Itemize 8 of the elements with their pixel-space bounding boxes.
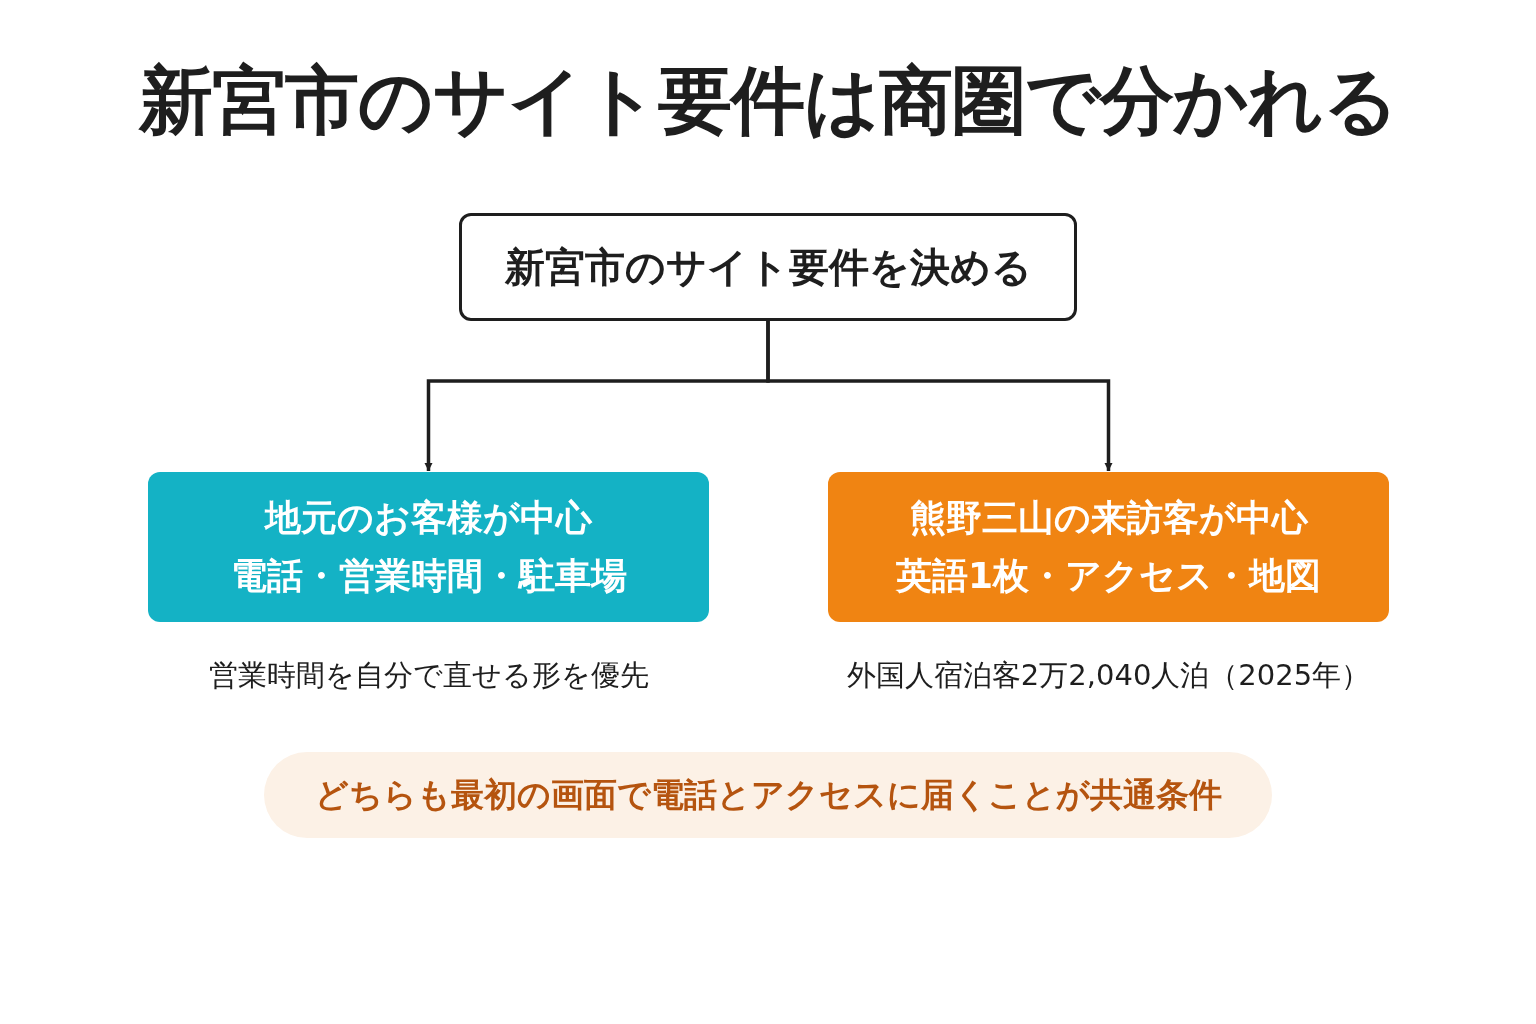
title: 新宮市のサイト要件は商圏で分かれる <box>137 56 1399 145</box>
category-box: 地元のお客様が中心 電話・営業時間・駐車場 <box>148 472 709 622</box>
caption-text: 営業時間を自分で直せる形を優先 <box>207 657 650 694</box>
arrow <box>766 321 1113 471</box>
summary-pill: どちらも最初の画面で電話とアクセスに届くことが共通条件 <box>264 752 1272 838</box>
category-box: 熊野三山の来訪客が中心 英語1枚・アクセス・地図 <box>828 472 1389 622</box>
caption-text: 外国人宿泊客2万2,040人泊（2025年） <box>845 657 1372 694</box>
process-box: 新宮市のサイト要件を決める <box>459 213 1077 321</box>
